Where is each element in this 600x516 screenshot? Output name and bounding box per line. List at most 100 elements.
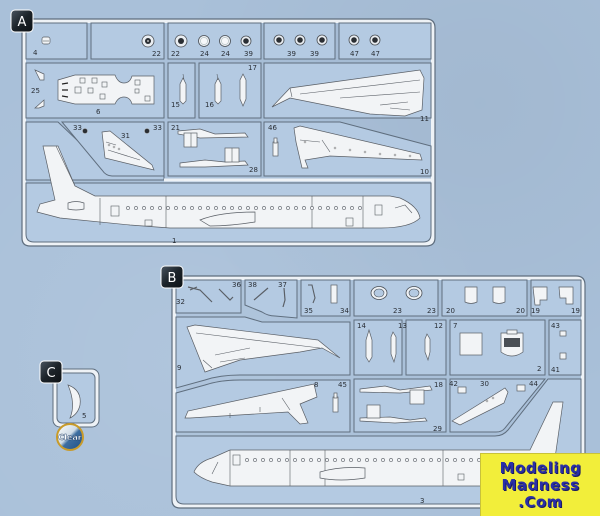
cell-b23 [353,279,439,317]
label-b34: 34 [340,307,349,315]
label-a17: 17 [248,64,257,72]
part-a46-strut [272,137,279,157]
part-a28-gear-door [179,147,249,168]
fuselage-window [286,206,290,210]
clear-label: Clear [58,433,81,442]
part-a25 [34,69,45,109]
label-a47b: 47 [371,50,380,58]
part-a4 [41,36,51,45]
label-a15: 15 [171,101,180,109]
cell-b43-41 [548,319,582,376]
fuselage-window [150,206,154,210]
label-a24a: 24 [200,50,209,58]
fuselage-window [246,206,250,210]
label-b2: 2 [537,365,541,373]
label-a25: 25 [31,87,40,95]
part-a33-gear-a [82,128,88,134]
label-a16: 16 [205,101,214,109]
fuselage-window [381,458,385,462]
fuselage-window [190,206,194,210]
part-b2-instrument-panel [500,329,524,357]
sprue-c-letter: C [46,366,55,381]
fuselage-window [253,458,257,462]
fuselage-window [421,458,425,462]
label-a28: 28 [249,166,258,174]
label-a10: 10 [420,168,429,176]
label-b8: 8 [314,381,318,389]
part-a1-fuselage [36,145,421,229]
watermark-line-1: Modeling [499,458,582,477]
part-b18-gear-door [359,385,433,405]
label-c5: 5 [82,412,86,420]
sprue-a-badge: A [10,9,34,33]
label-a46: 46 [268,124,277,132]
label-b41: 41 [551,366,560,374]
label-b19b: 19 [571,307,580,315]
cell-a16-17 [198,62,262,119]
label-b44: 44 [529,380,538,388]
fuselage-window [445,458,449,462]
fuselage-window [230,206,234,210]
fuselage-window [269,458,273,462]
fuselage-window [142,206,146,210]
label-b23a: 23 [393,307,402,315]
fuselage-window [349,458,353,462]
part-a16-strut [214,73,222,105]
label-a11: 11 [420,115,429,123]
label-b13: 13 [398,322,407,330]
label-a31: 31 [121,132,130,140]
label-b9: 9 [177,364,181,372]
label-b3: 3 [420,497,424,505]
sprue-b-badge: B [160,265,184,289]
part-b30-stabilizer [451,387,509,426]
fuselage-window [166,206,170,210]
fuselage-window [206,206,210,210]
label-a24b: 24 [221,50,230,58]
modeling-madness-watermark: Modeling Madness .Com [480,453,600,516]
label-a22: 22 [152,50,161,58]
part-b23-rings [370,286,423,300]
fuselage-window [309,458,313,462]
cell-b32-36 [175,279,242,314]
fuselage-window [158,206,162,210]
label-a39c: 39 [310,50,319,58]
label-a39a: 39 [244,50,253,58]
part-c5-canopy [67,384,81,419]
part-b44-part [516,384,526,392]
part-b8-wing [184,383,318,425]
fuselage-window [405,458,409,462]
part-a11-wing [271,69,425,117]
sprue-a: A 4 22 22 [10,9,436,247]
label-b19a: 19 [531,307,540,315]
label-a6: 6 [96,108,101,116]
part-b42-part [457,386,467,394]
label-b7: 7 [453,322,457,330]
part-a24-hub [198,35,210,47]
fuselage-window [198,206,202,210]
part-b29-gear-door [359,404,428,424]
fuselage-window [325,458,329,462]
fuselage-window [373,458,377,462]
part-a15-strut [179,73,187,105]
label-b23b: 23 [427,307,436,315]
label-a4: 4 [33,49,38,57]
part-b35-strut [308,284,316,304]
label-b35: 35 [304,307,313,315]
clear-material-badge: Clear [56,423,84,451]
fuselage-window [245,458,249,462]
label-a21: 21 [171,124,180,132]
part-b34-strut [330,284,338,304]
part-a39-rings [273,34,328,46]
fuselage-window [262,206,266,210]
part-a6-cockpit-floor [57,74,155,105]
part-b45-strut [332,392,339,413]
label-b43: 43 [551,322,560,330]
label-b38: 38 [248,281,257,289]
part-a31-stabilizer [101,130,155,171]
label-a47a: 47 [350,50,359,58]
fuselage-window [318,206,322,210]
fuselage-window [317,458,321,462]
label-b37: 37 [278,281,287,289]
label-b12: 12 [434,322,443,330]
part-a22-wheel-b [174,34,188,48]
